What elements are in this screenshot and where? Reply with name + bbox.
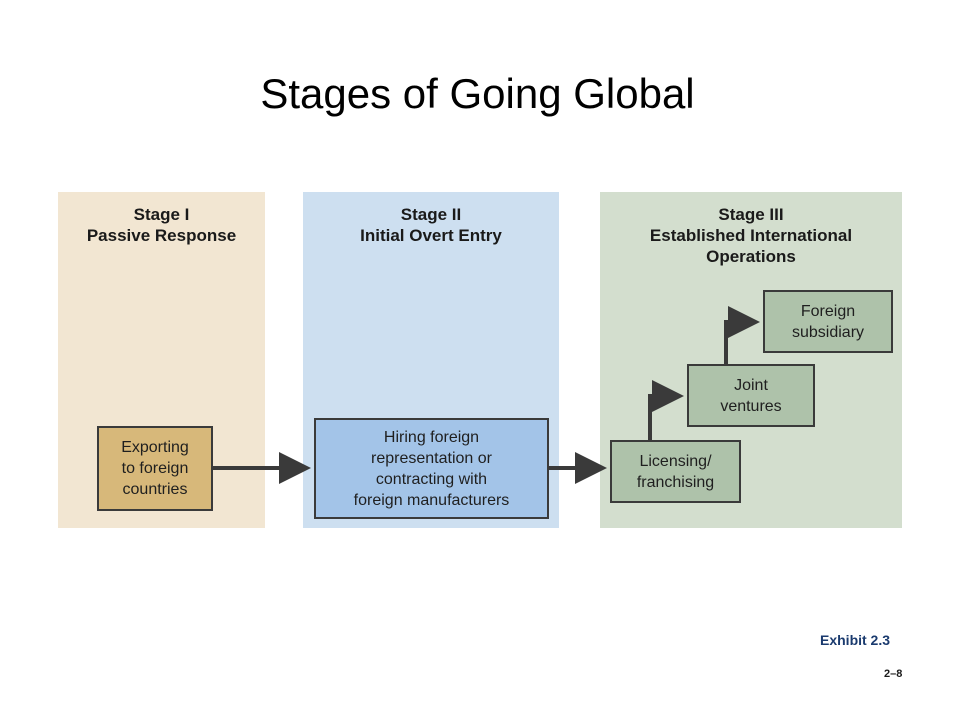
stage-2-name: Initial Overt Entry <box>360 226 502 245</box>
page-number: 2–8 <box>884 668 903 680</box>
exporting-line-2: to foreign <box>121 460 189 477</box>
licensing-box: Licensing/ franchising <box>610 440 741 503</box>
stage-3-name-line2: Operations <box>706 247 796 266</box>
exporting-box: Exporting to foreign countries <box>97 426 213 511</box>
arrow-joint-to-subsidiary <box>724 306 760 364</box>
hiring-line-2: representation or <box>371 449 492 467</box>
stage-2-label: Stage II <box>400 205 462 224</box>
arrow-licensing-to-joint <box>648 380 684 440</box>
licensing-line-1: Licensing/ <box>639 452 712 470</box>
exporting-line-3: countries <box>122 481 188 498</box>
subsidiary-line-2: subsidiary <box>791 323 865 341</box>
hiring-line-1: Hiring foreign <box>383 428 480 446</box>
hiring-line-3: contracting with <box>375 470 488 488</box>
stage-1-heading: Stage I Passive Response <box>58 204 265 246</box>
stage-1-label: Stage I <box>133 205 190 224</box>
stage-3-name-line1: Established International <box>649 226 853 245</box>
licensing-line-2: franchising <box>636 473 715 491</box>
stage-1-name: Passive Response <box>86 226 237 245</box>
stage-3-label: Stage III <box>718 205 784 224</box>
stage-2-heading: Stage II Initial Overt Entry <box>303 204 559 246</box>
stage-3-heading: Stage III Established International Oper… <box>600 204 902 267</box>
exhibit-label: Exhibit 2.3 <box>820 632 891 648</box>
joint-line-1: Joint <box>734 376 768 394</box>
foreign-subsidiary-box: Foreign subsidiary <box>763 290 893 353</box>
joint-ventures-box: Joint ventures <box>687 364 815 427</box>
exporting-line-1: Exporting <box>121 439 189 456</box>
hiring-box: Hiring foreign representation or contrac… <box>314 418 549 519</box>
subsidiary-line-1: Foreign <box>800 302 856 320</box>
joint-line-2: ventures <box>720 397 782 415</box>
hiring-line-4: foreign manufacturers <box>353 491 510 509</box>
page-title: Stages of Going Global <box>260 70 695 117</box>
